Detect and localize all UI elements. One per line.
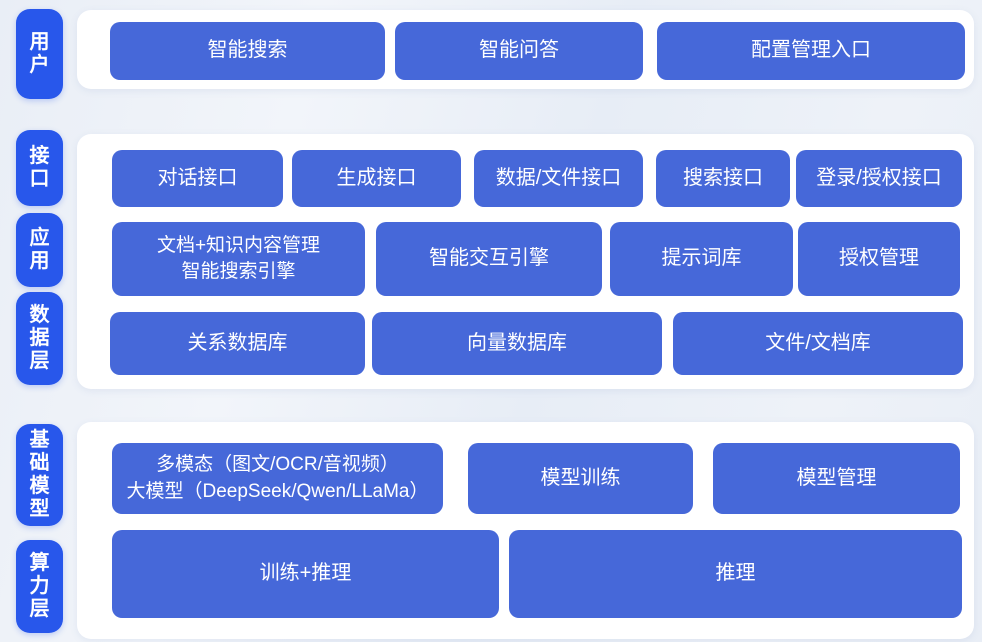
box-doc-knowledge-search-engine: 文档+知识内容管理 智能搜索引擎 [112,222,365,296]
box-generation-api: 生成接口 [292,150,461,207]
box-smart-search: 智能搜索 [110,22,385,80]
layer-pill-application: 应用 [16,213,63,287]
box-inference: 推理 [509,530,962,618]
layer-pill-interface: 接口 [16,130,63,206]
box-model-training: 模型训练 [468,443,693,514]
layer-pill-data-layer: 数据层 [16,292,63,385]
box-prompt-library: 提示词库 [610,222,793,296]
box-vector-db: 向量数据库 [372,312,662,375]
box-login-auth-api: 登录/授权接口 [796,150,962,207]
layer-pill-foundation-model: 基础模型 [16,424,63,526]
box-relational-db: 关系数据库 [110,312,365,375]
box-model-management: 模型管理 [713,443,960,514]
box-interaction-engine: 智能交互引擎 [376,222,602,296]
box-file-doc-store: 文件/文档库 [673,312,963,375]
box-auth-management: 授权管理 [798,222,960,296]
box-dialog-api: 对话接口 [112,150,283,207]
box-data-file-api: 数据/文件接口 [474,150,643,207]
box-training-inference: 训练+推理 [112,530,499,618]
box-search-api: 搜索接口 [656,150,790,207]
box-config-entry: 配置管理入口 [657,22,965,80]
layer-pill-compute-layer: 算力层 [16,540,63,633]
box-smart-qa: 智能问答 [395,22,643,80]
layer-pill-user: 用户 [16,9,63,99]
box-multimodal-llm: 多模态（图文/OCR/音视频） 大模型（DeepSeek/Qwen/LLaMa） [112,443,443,514]
